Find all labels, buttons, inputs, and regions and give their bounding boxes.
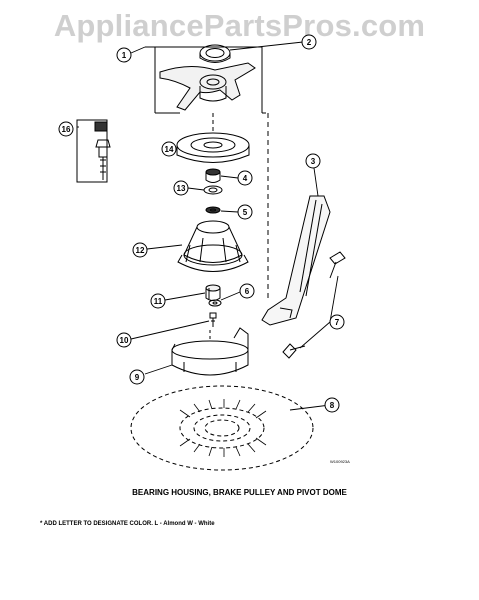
callout-16: 16 (62, 125, 71, 134)
callout-2: 2 (307, 38, 312, 47)
callout-13: 13 (177, 184, 186, 193)
bushing-part (205, 284, 221, 301)
callout-4: 4 (243, 174, 248, 183)
base-housing-part (171, 327, 249, 376)
bolt-part-7 (282, 251, 346, 359)
washer-part-6 (208, 299, 222, 307)
watermark: AppliancePartsPros.com (53, 8, 426, 43)
color-footnote: * ADD LETTER TO DESIGNATE COLOR. L - Alm… (40, 521, 215, 527)
callout-5: 5 (243, 208, 248, 217)
callout-3: 3 (311, 157, 316, 166)
callout-9: 9 (135, 373, 140, 382)
washer-part-13 (203, 185, 223, 195)
pivot-dome-part (177, 220, 249, 272)
brake-pulley-part (176, 113, 250, 163)
bearing-part (199, 44, 231, 63)
drawing-code: W100923A (330, 459, 350, 464)
leader-lines (77, 41, 339, 411)
flange-ribs (179, 399, 267, 457)
callout-12: 12 (136, 246, 145, 255)
diagram-caption: BEARING HOUSING, BRAKE PULLEY AND PIVOT … (132, 488, 347, 497)
screw-part (209, 312, 217, 327)
callout-1: 1 (122, 51, 127, 60)
flange-part (130, 385, 314, 471)
washer-part-5 (205, 206, 221, 214)
callout-14: 14 (165, 145, 174, 154)
nut-part (205, 168, 221, 183)
callout-circles (58, 34, 345, 413)
callout-10: 10 (120, 336, 129, 345)
callout-7: 7 (335, 318, 340, 327)
assembly-box-1 (145, 46, 269, 300)
bolt-clip-part (76, 119, 111, 183)
bearing-housing-part (159, 62, 256, 111)
callout-8: 8 (330, 401, 335, 410)
callout-6: 6 (245, 287, 250, 296)
callout-11: 11 (154, 297, 163, 306)
pivot-arm-part (261, 195, 331, 326)
